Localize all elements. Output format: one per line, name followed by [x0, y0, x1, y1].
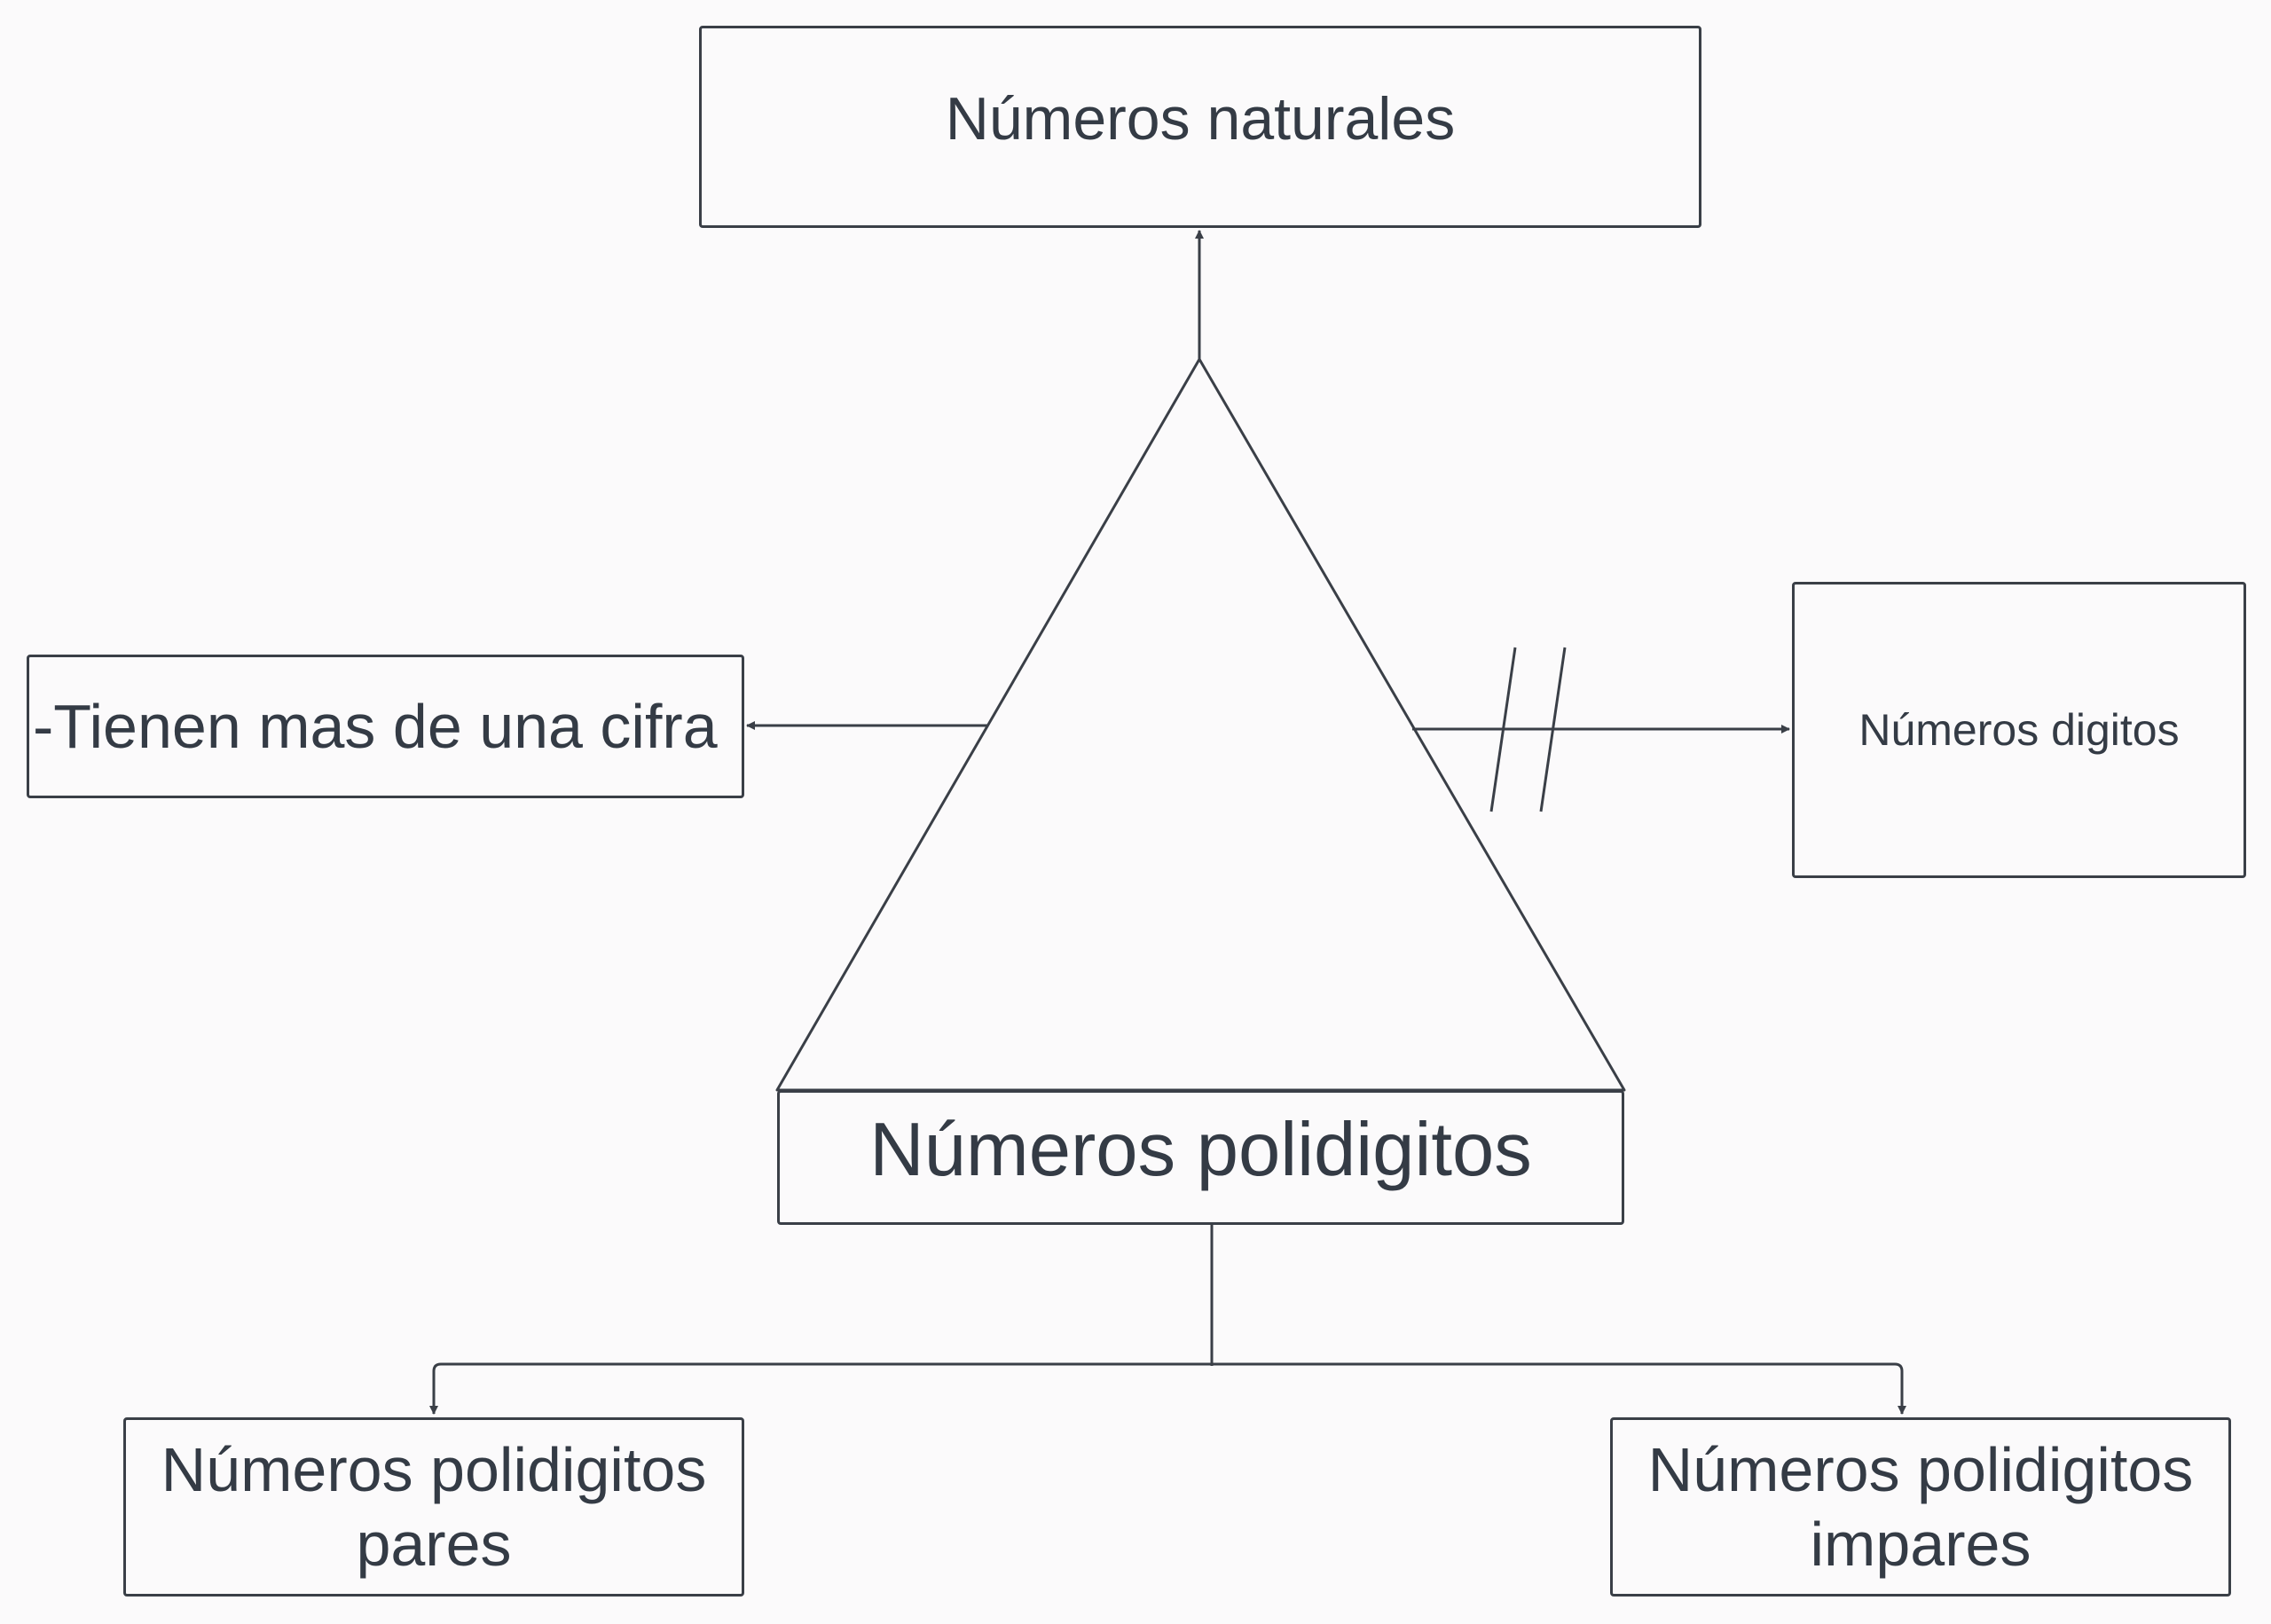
node-label-line-2: pares	[356, 1510, 512, 1579]
node-label-line-1: Números polidigitos	[1647, 1435, 2194, 1504]
node-polidigitos-pares[interactable]: Números polidigitos pares	[123, 1417, 744, 1597]
node-label-line-1: Números polidigitos	[161, 1435, 707, 1504]
negation-slash-1	[1489, 647, 1517, 812]
node-numeros-polidigitos[interactable]: Números polidigitos	[777, 1090, 1624, 1225]
node-label: -Tienen mas de una cifra	[33, 692, 718, 761]
node-label-line-2: impares	[1810, 1510, 2031, 1579]
node-polidigitos-impares[interactable]: Números polidigitos impares	[1610, 1417, 2231, 1597]
node-numeros-digitos[interactable]: Números digitos	[1792, 582, 2246, 878]
node-label: Números digitos	[1858, 705, 2180, 755]
edge-to-impares	[1212, 1362, 1906, 1415]
node-numeros-naturales[interactable]: Números naturales	[699, 26, 1701, 228]
node-label: Números naturales	[945, 85, 1456, 153]
negation-slash-2	[1539, 647, 1567, 812]
node-tienen-mas-de-una-cifra[interactable]: -Tienen mas de una cifra	[27, 655, 744, 798]
edge-to-pares	[429, 1362, 1212, 1415]
node-label: Números polidigitos	[869, 1108, 1532, 1192]
